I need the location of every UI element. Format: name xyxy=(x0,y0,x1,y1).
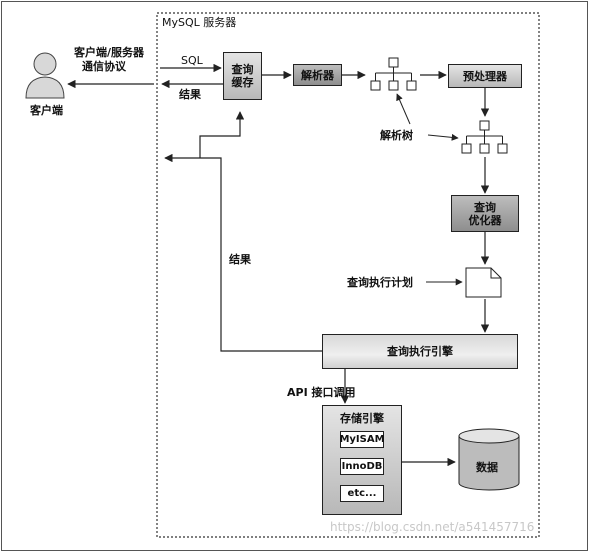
server-title: MySQL 服务器 xyxy=(162,16,237,29)
plan-document-icon xyxy=(465,267,502,298)
engine-result-path xyxy=(164,153,322,352)
parse-tree-icon-2 xyxy=(461,120,508,154)
data-label: 数据 xyxy=(476,461,498,474)
parse-tree-label: 解析树 xyxy=(380,129,413,142)
execution-engine-box: 查询执行引擎 xyxy=(322,334,518,369)
sql-label: SQL xyxy=(181,54,203,67)
storage-engines-label: 存储引擎 xyxy=(340,412,384,425)
optimizer-box: 查询 优化器 xyxy=(451,195,519,232)
parse-tree-pointer-2 xyxy=(427,133,459,141)
parser-box: 解析器 xyxy=(293,64,342,86)
execution-plan-label: 查询执行计划 xyxy=(347,276,413,289)
server-boundary xyxy=(156,12,540,538)
client-label: 客户端 xyxy=(30,104,63,117)
result-to-cache-arrow xyxy=(199,111,245,158)
storage-item-etc: etc... xyxy=(340,485,384,502)
api-call-label: API 接口调用 xyxy=(287,386,356,399)
result-label-side: 结果 xyxy=(229,253,251,266)
storage-item-myisam: MyISAM xyxy=(339,431,385,448)
query-cache-box: 查询 缓存 xyxy=(223,52,262,100)
parse-tree-pointer-1 xyxy=(396,93,411,125)
storage-item-innodb: InnoDB xyxy=(340,458,384,475)
data-cylinder-icon xyxy=(458,428,520,491)
preprocessor-box: 预处理器 xyxy=(448,64,522,88)
client-person-icon xyxy=(25,52,65,99)
watermark: https://blog.csdn.net/a541457716 xyxy=(330,520,535,534)
protocol-label-line1: 客户端/服务器 xyxy=(74,46,145,59)
parse-tree-icon-1 xyxy=(370,57,417,91)
result-label-top: 结果 xyxy=(179,88,201,101)
protocol-label-line2: 通信协议 xyxy=(82,60,126,73)
